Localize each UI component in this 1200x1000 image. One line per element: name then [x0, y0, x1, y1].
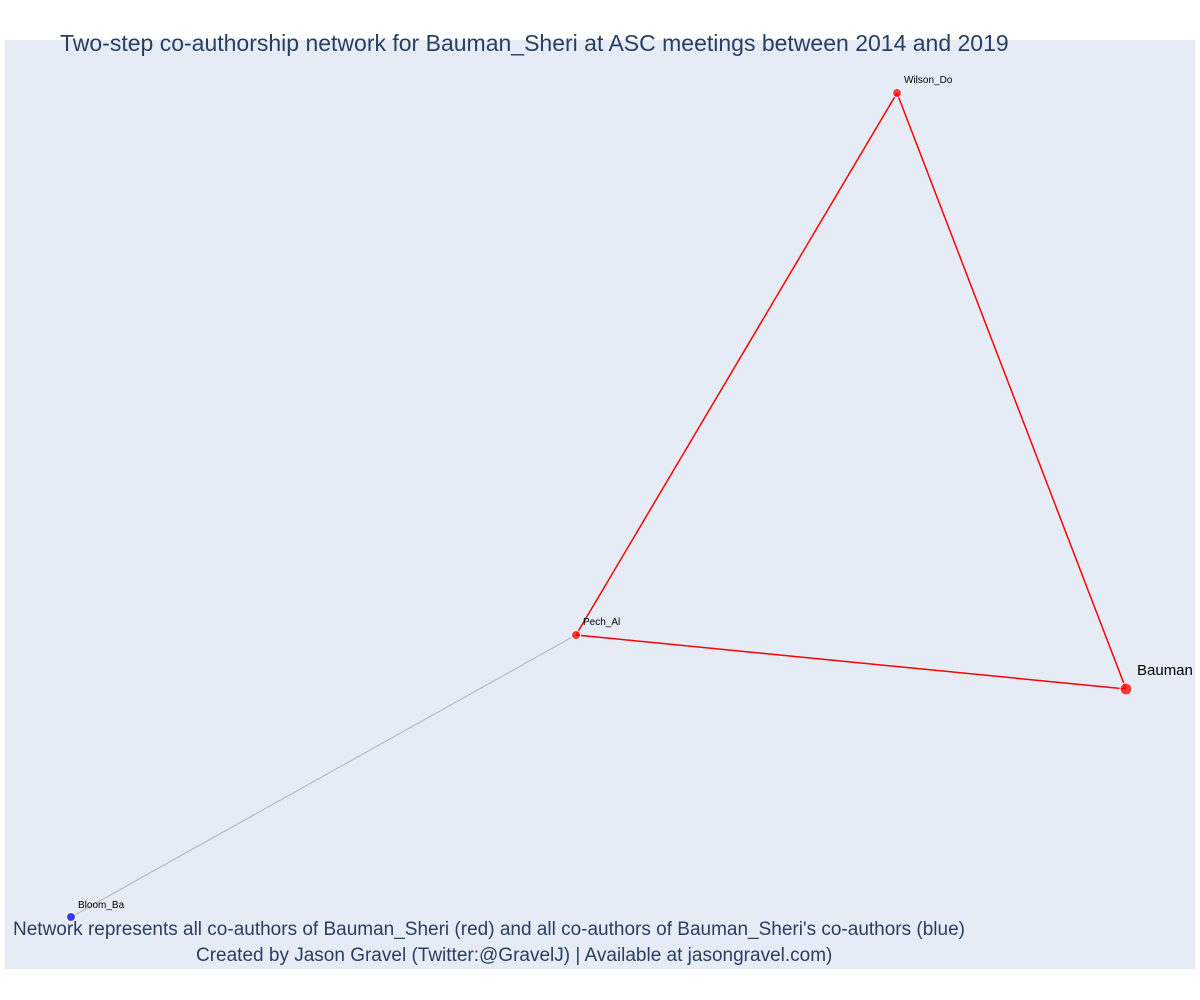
plot-area [5, 40, 1195, 969]
node-bauman[interactable] [1119, 682, 1133, 696]
node-label-pech: Pech_Al [583, 617, 620, 628]
node-wilson[interactable] [892, 88, 902, 98]
edge-wilson-bauman [896, 92, 1127, 690]
edges-layer [70, 92, 1127, 918]
nodes-layer [66, 88, 1133, 922]
edge-wilson-pech [575, 92, 898, 636]
node-label-bauman: Bauman [1137, 662, 1193, 679]
chart-title: Two-step co-authorship network for Bauma… [60, 30, 1009, 56]
footnote-credit: Created by Jason Gravel (Twitter:@Gravel… [196, 945, 833, 966]
edge-pech-bloom [70, 634, 577, 918]
edge-pech-bauman [575, 634, 1127, 690]
node-label-bloom: Bloom_Ba [78, 900, 125, 911]
footnote-description: Network represents all co-authors of Bau… [13, 919, 965, 940]
node-label-wilson: Wilson_Do [904, 75, 953, 86]
node-pech[interactable] [571, 630, 581, 640]
node-bloom[interactable] [66, 912, 76, 922]
